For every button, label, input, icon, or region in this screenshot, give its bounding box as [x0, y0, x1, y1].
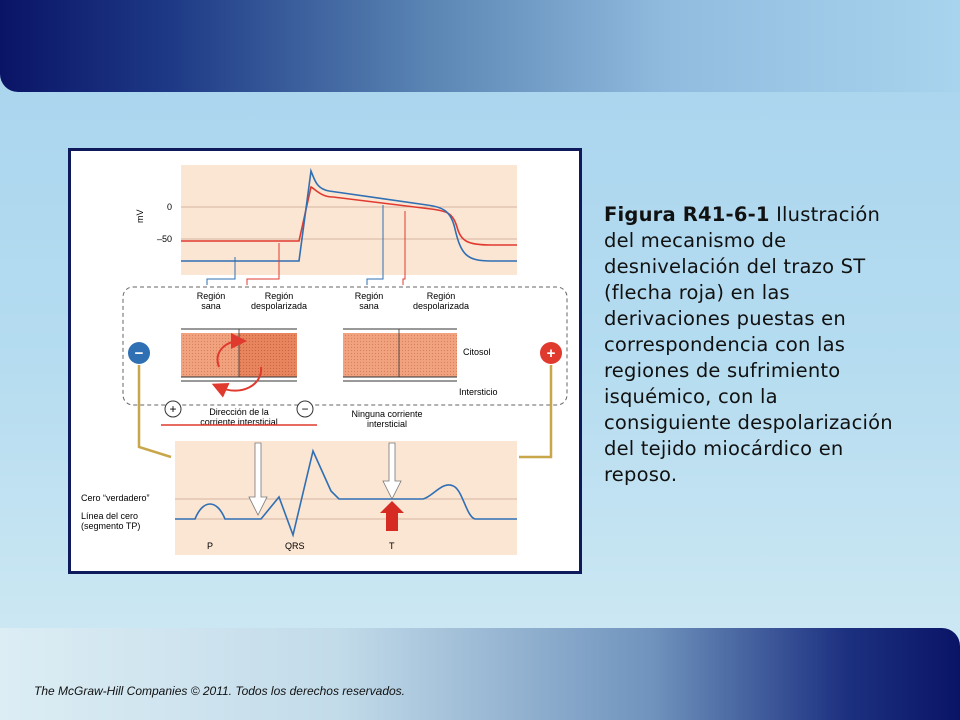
minus-symbol-sign: − — [301, 402, 308, 416]
label-despolarizada-right: despolarizada — [413, 301, 469, 311]
label-sana-right: sana — [359, 301, 379, 311]
leader-sana-right — [366, 205, 384, 285]
label-true-zero: Cero “verdadero” — [81, 493, 150, 503]
label-zero-line-2: (segmento TP) — [81, 521, 140, 531]
footer-band — [0, 628, 960, 720]
tick-zero: 0 — [167, 202, 172, 212]
positive-electrode — [540, 342, 562, 364]
label-zero-line-1: Línea del cero — [81, 511, 138, 521]
mv-axis-label: mV — [135, 210, 145, 224]
label-citosol: Citosol — [463, 347, 491, 357]
leader-despolarizada-left — [246, 243, 280, 285]
direction-label-line2: corriente intersticial — [200, 417, 278, 427]
label-region-desp-left: Región — [265, 291, 294, 301]
negative-wire — [137, 365, 172, 459]
healthy-tissue-block — [181, 333, 239, 377]
leader-sana-left — [206, 257, 236, 285]
tick-minus50: –50 — [157, 234, 172, 244]
figure-frame: mV 0 –50 Región sana Región despolarizad… — [68, 148, 582, 574]
caption-text: Ilustración del mecanismo de desnivelaci… — [604, 203, 893, 486]
header-band — [0, 0, 960, 92]
tissue-dashed-box — [122, 286, 568, 406]
plus-symbol — [164, 400, 182, 418]
healthy-action-potential-trace — [181, 167, 517, 262]
depolarized-action-potential-trace — [181, 185, 517, 246]
positive-electrode-sign: + — [547, 345, 556, 362]
current-arrow-upper — [216, 333, 247, 368]
figure-label: Figura R41-6-1 — [604, 203, 770, 226]
label-intersticio: Intersticio — [459, 387, 498, 397]
no-current-line1: Ninguna corriente — [351, 409, 422, 419]
label-region-desp-right: Región — [427, 291, 456, 301]
positive-wire — [519, 365, 553, 459]
action-potential-panel — [181, 165, 517, 275]
st-mechanism-diagram: mV 0 –50 Región sana Región despolarizad… — [81, 165, 568, 555]
down-arrow-right — [382, 442, 402, 500]
no-current-line2: intersticial — [367, 419, 407, 429]
down-arrow-left — [248, 442, 268, 516]
plus-symbol-sign: + — [169, 402, 176, 416]
ecg-panel — [175, 441, 517, 555]
negative-electrode — [128, 342, 150, 364]
label-p-wave: P — [207, 541, 213, 551]
depolarized-tissue-block — [239, 333, 297, 377]
direction-label-line1: Dirección de la — [209, 407, 269, 417]
leader-despolarizada-right — [402, 211, 406, 285]
st-elevation-arrow — [380, 501, 404, 531]
figure-caption: Figura R41-6-1 Ilustración del mecanismo… — [604, 202, 904, 488]
label-sana-left: sana — [201, 301, 221, 311]
negative-electrode-sign: − — [135, 345, 144, 362]
ecg-trace — [175, 448, 517, 538]
label-qrs: QRS — [285, 541, 305, 551]
copyright-footer: The McGraw-Hill Companies © 2011. Todos … — [34, 684, 406, 698]
minus-symbol — [296, 400, 314, 418]
label-t-wave: T — [389, 541, 395, 551]
label-despolarizada-left: despolarizada — [251, 301, 307, 311]
uniform-tissue-block — [343, 333, 457, 377]
current-arrow-lower — [211, 366, 263, 398]
label-region-sana-right: Región — [355, 291, 384, 301]
label-region-sana-left: Región — [197, 291, 226, 301]
